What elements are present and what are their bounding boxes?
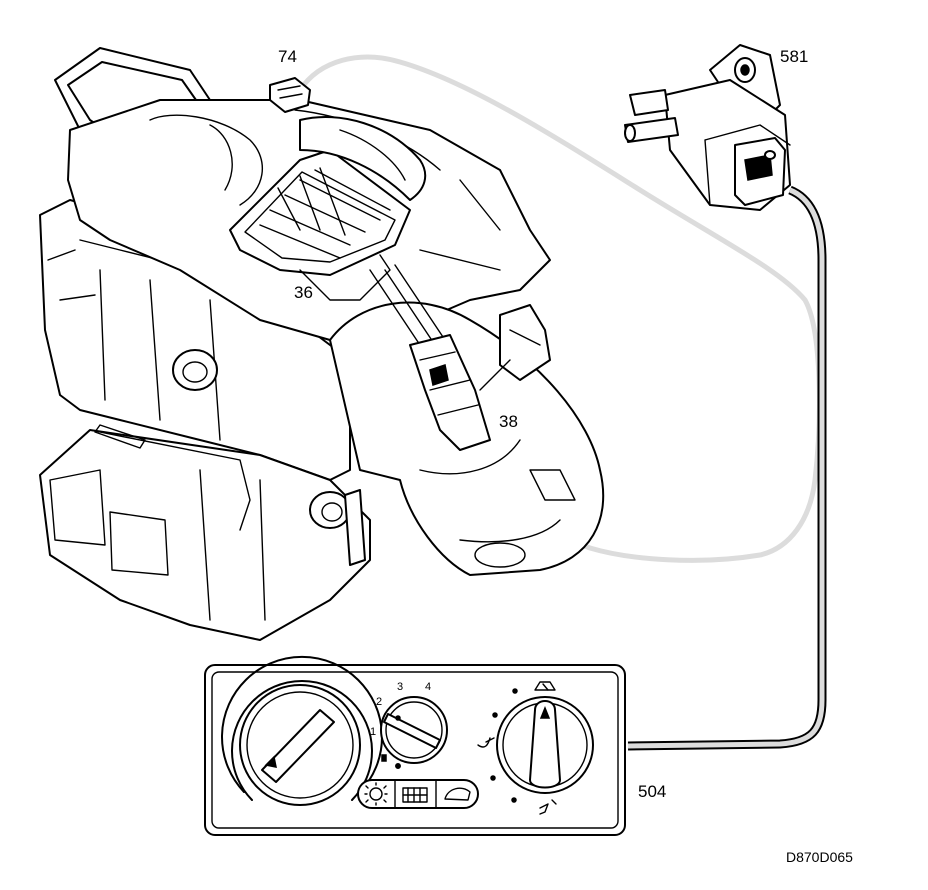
label-control-panel: 504 <box>638 782 666 801</box>
vacuum-hose <box>297 54 822 563</box>
fan-off-marker <box>381 754 401 769</box>
flap-motor <box>369 264 576 501</box>
label-flap-motor: 38 <box>499 412 518 431</box>
vacuum-solenoid <box>624 44 791 211</box>
air-conditioning-button[interactable] <box>444 787 471 801</box>
fan-speed-dial[interactable] <box>380 696 448 764</box>
windscreen-icon <box>534 681 556 691</box>
foot-vent-icon <box>539 799 557 815</box>
blower-fan <box>229 116 427 301</box>
figure-code: D870D065 <box>786 849 853 865</box>
recirculation-button[interactable] <box>364 782 388 806</box>
temperature-dial[interactable] <box>221 655 383 806</box>
rear-defrost-button[interactable] <box>402 787 428 803</box>
label-blower-fan: 36 <box>294 283 313 302</box>
switch-strip <box>357 779 479 809</box>
blower-relay <box>269 77 311 113</box>
vacuum-hose-to-panel <box>627 185 827 751</box>
face-vent-icon <box>477 737 495 748</box>
air-distribution-dial[interactable] <box>496 696 594 794</box>
label-blower-relay: 74 <box>278 47 297 66</box>
fan-speed-4: 4 <box>425 681 431 693</box>
fan-speed-1: 1 <box>370 726 376 738</box>
label-vacuum-solenoid: 581 <box>780 47 808 66</box>
fan-speed-3: 3 <box>397 681 403 693</box>
fan-speed-2: 2 <box>376 696 382 708</box>
